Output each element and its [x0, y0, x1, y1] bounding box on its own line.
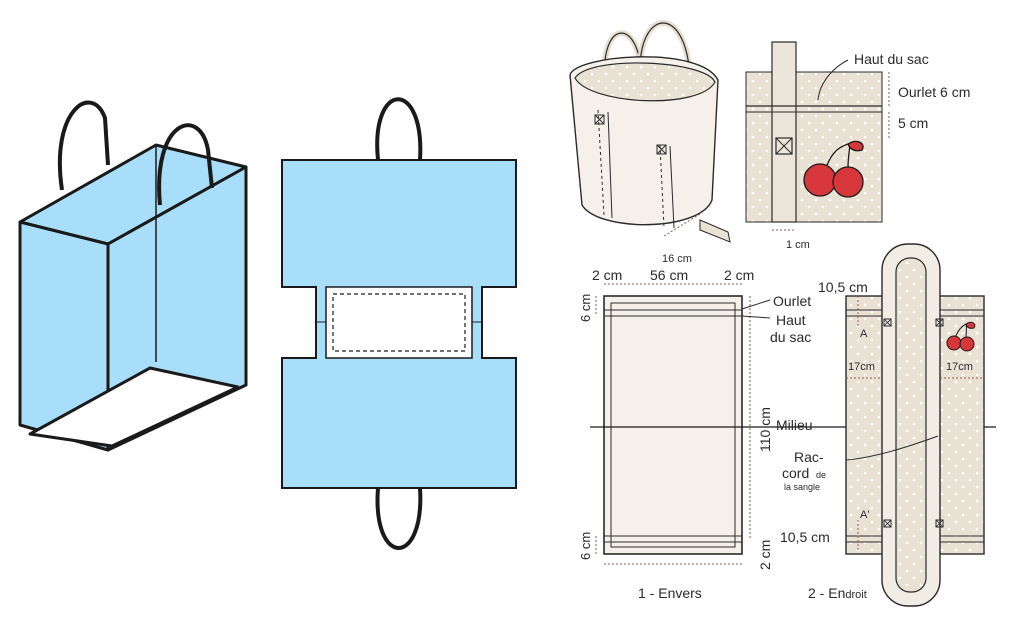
figure-2-endroit [845, 243, 985, 607]
dim-10-5cm-bottom: 10,5 cm [780, 529, 830, 545]
label-a-prime: A' [860, 509, 869, 521]
dim-2cm-right: 2 cm [724, 267, 754, 283]
label-top-line1: Haut [776, 312, 806, 328]
label-top-line2: du sac [770, 329, 811, 345]
dim-110cm: 110 cm [757, 407, 773, 452]
figure-1-envers [595, 283, 751, 565]
cherry-icon [803, 140, 864, 198]
dim-16cm: 16 cm [662, 253, 692, 265]
dim-17cm-right: 17cm [946, 361, 973, 373]
label-strap-join-1: Rac- [794, 449, 824, 465]
detail-panel [745, 41, 890, 231]
caption-figure-1: 1 - Envers [638, 585, 702, 601]
flat-bag-pattern [281, 97, 517, 550]
paper-bag-3d [18, 100, 248, 452]
label-middle: Milieu [776, 417, 813, 433]
dim-6cm-top: 6 cm [578, 294, 593, 322]
caption-figure-2: 2 - Endroit [808, 585, 867, 601]
dim-17cm-left: 17cm [848, 361, 875, 373]
label-strap-join-2: cord [782, 465, 809, 481]
label-strap-join-3: de [816, 470, 826, 480]
dim-6cm-bottom: 6 cm [578, 532, 593, 560]
dim-2cm-bottom: 2 cm [757, 540, 773, 570]
label-a: A [860, 328, 868, 340]
fabric-tote-sketch [569, 20, 731, 243]
label-strap-join-4: la sangle [784, 482, 820, 492]
dim-2cm-left: 2 cm [592, 267, 622, 283]
dim-10-5cm-top: 10,5 cm [818, 279, 868, 295]
label-hem-6cm: Ourlet 6 cm [898, 84, 970, 100]
dim-56cm: 56 cm [650, 267, 688, 283]
cherry-icon [946, 321, 976, 352]
label-5cm: 5 cm [898, 115, 928, 131]
label-top-of-bag: Haut du sac [854, 51, 929, 67]
label-hem: Ourlet [773, 293, 811, 309]
label-1cm: 1 cm [786, 239, 810, 251]
